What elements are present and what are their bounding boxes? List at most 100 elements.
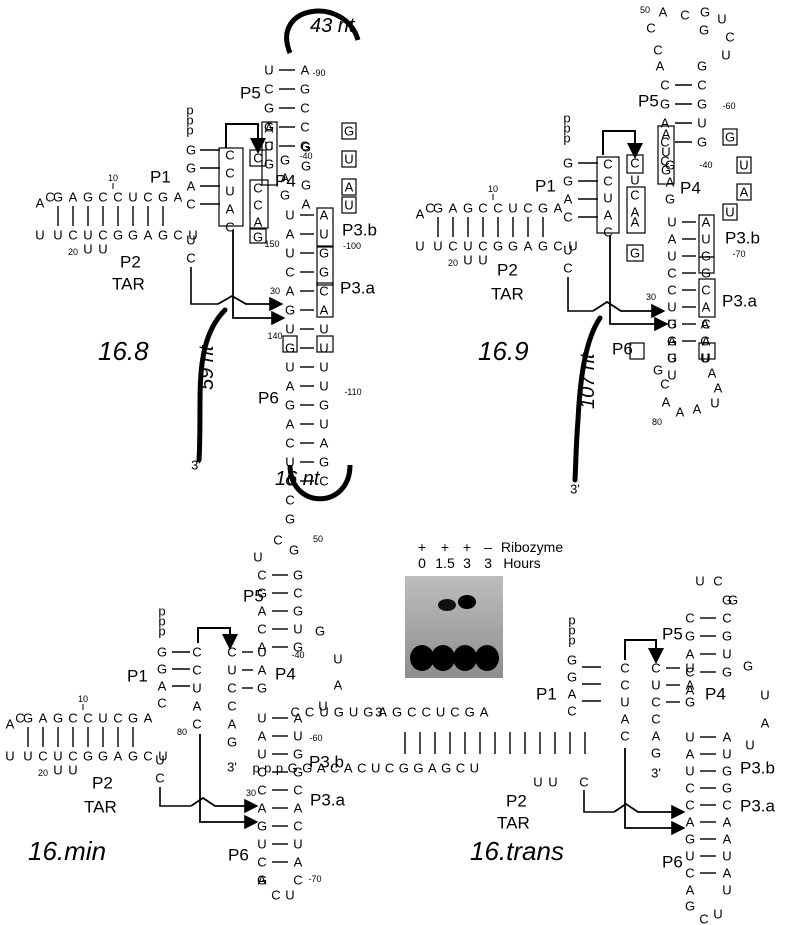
nucleotide: C xyxy=(157,696,166,711)
nucleotide: A xyxy=(258,801,267,816)
nucleotide: G xyxy=(280,153,290,168)
nucleotide: p xyxy=(158,624,165,639)
gel-product-band-lane3 xyxy=(458,595,476,609)
flipped-nucleotide: G xyxy=(725,130,735,145)
nucleotide: U xyxy=(257,711,266,726)
nucleotide: U xyxy=(603,191,612,206)
residue-number: -40 xyxy=(699,160,712,170)
nucleotide: C xyxy=(685,781,694,796)
nucleotide: C xyxy=(425,201,434,216)
nucleotide: U xyxy=(158,749,167,764)
nucleotide: C xyxy=(448,239,457,254)
nucleotide: U xyxy=(53,749,62,764)
nucleotide: C xyxy=(685,866,694,881)
strand-connector xyxy=(190,267,218,305)
nucleotide-box xyxy=(341,196,357,214)
residue-number: 10 xyxy=(78,694,88,704)
nucleotide: U xyxy=(508,201,517,216)
nucleotide: C xyxy=(285,436,294,451)
residue-number: -70 xyxy=(732,249,745,259)
nucleotide: A xyxy=(286,227,295,242)
nucleotide: C xyxy=(227,699,236,714)
nucleotide: A xyxy=(449,201,458,216)
helix-label-P5: P5 xyxy=(662,625,683,644)
junction-crossing xyxy=(613,802,686,820)
nucleotide: U xyxy=(760,688,769,703)
nucleotide: U xyxy=(98,711,107,726)
nucleotide-box xyxy=(626,244,644,262)
nucleotide: A xyxy=(723,730,732,745)
nucleotide: G xyxy=(665,158,675,173)
nucleotide: A xyxy=(659,5,668,20)
nucleotide: p xyxy=(158,604,165,619)
nucleotide: G xyxy=(319,398,329,413)
sequence-3prime: 3' xyxy=(375,705,385,720)
residue-number: -90 xyxy=(312,68,325,78)
nucleotide: G xyxy=(538,201,548,216)
nucleotide: U xyxy=(695,574,704,589)
panel-title-16-trans: 16.trans xyxy=(470,836,564,866)
nucleotide: U xyxy=(568,239,577,254)
residue-number: 20 xyxy=(38,768,48,778)
nucleotide: G xyxy=(285,398,295,413)
nucleotide: U xyxy=(186,233,195,248)
nucleotide: A xyxy=(286,379,295,394)
nucleotide: G xyxy=(319,246,329,261)
nucleotide: G xyxy=(293,568,303,583)
residue-number: 20 xyxy=(448,258,458,268)
helix-label-P4: P4 xyxy=(275,172,296,191)
nucleotide: G xyxy=(23,711,33,726)
nucleotide: G xyxy=(227,735,237,750)
nucleotide: U xyxy=(257,747,266,762)
flipped-nucleotide: A xyxy=(345,180,354,195)
helix-label-TAR: TAR xyxy=(84,798,117,817)
nucleotide: U xyxy=(293,729,302,744)
flipped-nucleotide: U xyxy=(739,158,748,173)
nucleotide: C xyxy=(701,283,710,298)
nucleotide-box xyxy=(626,186,646,234)
nucleotide-box xyxy=(629,342,645,360)
nucleotide: C xyxy=(45,190,54,205)
nucleotide-box xyxy=(218,147,244,227)
nucleotide: G xyxy=(685,695,695,710)
linker-107nt xyxy=(572,315,603,483)
nucleotide: A xyxy=(686,683,695,698)
nucleotide: G xyxy=(319,265,329,280)
nucleotide: A xyxy=(254,215,263,230)
gel-band-lane1 xyxy=(410,645,434,671)
nucleotide: U xyxy=(227,663,236,678)
nucleotide: C xyxy=(651,712,660,727)
nucleotide: A xyxy=(39,711,48,726)
nucleotide: A xyxy=(302,197,311,212)
nucleotide: A xyxy=(666,175,675,190)
gel-hours-caption: Hours xyxy=(503,555,540,571)
nucleotide: C xyxy=(186,251,195,266)
nucleotide: C xyxy=(620,678,629,693)
nucleotide-box xyxy=(316,335,334,353)
nucleotide: U xyxy=(701,351,710,366)
residue-number: 30 xyxy=(646,292,656,302)
nucleotide: U xyxy=(188,228,197,243)
nucleotide: C xyxy=(725,30,734,45)
nucleotide: A xyxy=(662,127,671,142)
nucleotide: A xyxy=(564,192,573,207)
flipped-nucleotide: U xyxy=(725,205,734,220)
nucleotide: A xyxy=(708,366,717,381)
junction-crossing xyxy=(190,796,259,814)
nucleotide: U xyxy=(630,173,639,188)
nucleotide: A xyxy=(693,402,702,417)
nucleotide: A xyxy=(656,59,665,74)
helix-label-P3a: P3.a xyxy=(722,292,758,311)
nucleotide: C xyxy=(192,717,201,732)
nucleotide: A xyxy=(686,883,695,898)
gel-lane2-hours: 1.5 xyxy=(435,555,455,571)
nucleotide: U xyxy=(53,228,62,243)
nucleotide: U xyxy=(722,647,731,662)
nucleotide: G xyxy=(697,59,707,74)
nucleotide: A xyxy=(258,640,267,655)
nucleotide: A xyxy=(554,201,563,216)
nucleotide: C xyxy=(155,771,164,786)
nucleotide-box xyxy=(249,179,269,229)
nucleotide: C xyxy=(319,284,328,299)
nucleotide: U xyxy=(415,239,424,254)
